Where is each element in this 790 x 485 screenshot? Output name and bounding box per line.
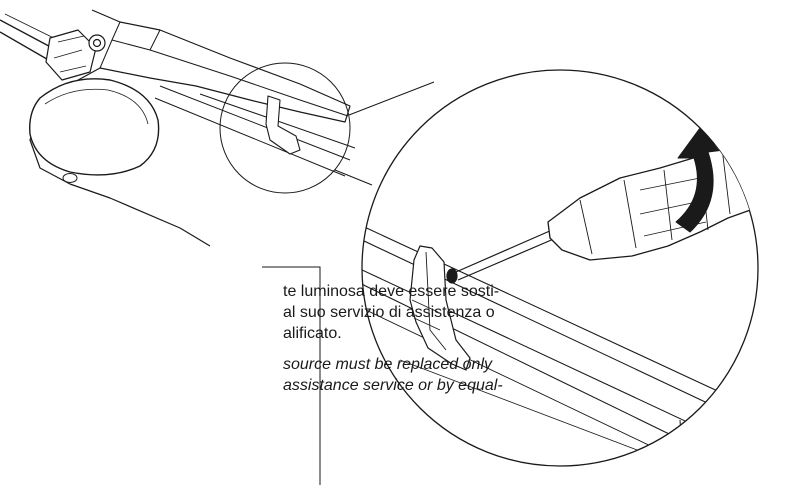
- detail-circle: [219, 62, 351, 194]
- zoom-detail: [361, 69, 759, 467]
- cable-gland: [45, 29, 97, 81]
- end-cap: [29, 78, 160, 176]
- note-italian-line-2: al suo servizio di assistenza o: [283, 304, 495, 321]
- note-english-line-2: assistance service or by equal-: [283, 377, 503, 394]
- screwdriver-shaft: [455, 229, 557, 281]
- note-italian-line-1: te luminosa deve essere sosti-: [283, 283, 500, 300]
- screw: [446, 268, 458, 284]
- motor-unit: [0, 9, 435, 247]
- profile-rail: [362, 217, 758, 466]
- lamp-clip: [409, 245, 471, 371]
- callout-lines: [334, 81, 435, 186]
- rotation-arrow: [675, 127, 725, 233]
- safety-note: te luminosa deve essere sosti- al suo se…: [283, 281, 543, 396]
- note-english-line-1: source must be replaced only: [283, 356, 492, 373]
- lamp-clip-small: [265, 95, 301, 155]
- note-italian-line-3: alificato.: [283, 325, 342, 342]
- note-frame: [262, 266, 321, 485]
